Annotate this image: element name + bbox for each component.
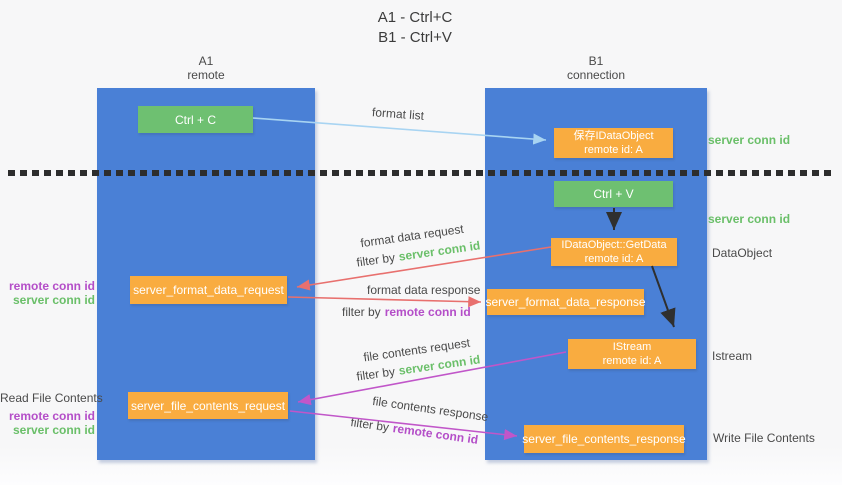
ctrl-v-label: Ctrl + V [593,187,634,201]
title-line-2: B1 - Ctrl+V [378,29,452,46]
node-ctrl-v: Ctrl + V [554,181,673,207]
filter-by-text-1: filter by [355,250,396,270]
server-format-data-request-label: server_format_data_request [133,283,284,297]
lane-header-a1: A1 remote [97,54,315,82]
filter-by-text-2: filter by [342,305,381,319]
istream-line1: IStream [612,341,652,353]
server-file-contents-request-label: server_file_contents_request [130,398,286,413]
edge-label-format-list: format list [371,105,425,123]
server-format-data-response-label: server_format_data_response [485,295,646,309]
label-write-file-contents: Write File Contents [713,431,815,445]
filter-by-text-4: filter by [349,415,390,435]
label-server-conn-id-mid: server conn id [708,212,791,226]
label-dataobject: DataObject [712,246,773,260]
node-server-file-contents-request: server_file_contents_request [128,392,288,419]
node-server-file-contents-response: server_file_contents_response [522,425,686,453]
label-istream: Istream [712,349,753,363]
filter-by-text-3: filter by [355,364,396,384]
node-ctrl-c: Ctrl + C [138,106,253,133]
save-idataobject-line2: remote id: A [584,144,643,156]
edge-label-format-data-response: format data response [367,283,481,297]
istream-line2: remote id: A [602,355,662,367]
filter-remote-conn-id-1: remote conn id [384,305,471,319]
arrow-format-data-response [287,296,482,308]
label-remote-conn-id-lower: remote conn id [8,409,95,423]
label-server-conn-id-top: server conn id [708,133,791,147]
node-server-format-data-response: server_format_data_response [485,289,646,315]
title-line-1: A1 - Ctrl+C [377,9,453,26]
phase-separator-dotted-line [8,170,832,176]
lane-b1-name: B1 [588,54,604,68]
lane-a1-name: A1 [198,54,214,68]
filter-remote-conn-id-2: remote conn id [391,421,480,447]
save-idataobject-line1: 保存IDataObject [573,130,654,142]
lane-header-b1: B1 connection [485,54,707,82]
getdata-line2: remote id: A [584,253,644,265]
label-server-conn-id-upper: server conn id [12,293,95,307]
node-istream: IStream remote id: A [568,339,696,369]
getdata-line1: IDataObject::GetData [561,239,667,251]
label-server-conn-id-lower: server conn id [12,423,95,437]
server-file-contents-response-label: server_file_contents_response [522,432,686,446]
node-server-format-data-request: server_format_data_request [130,276,287,304]
lane-b1-role: connection [566,68,626,82]
node-idataobject-getdata: IDataObject::GetData remote id: A [551,238,677,266]
label-conn-ids-upper: remote conn id server conn id [0,279,95,307]
ctrl-c-label: Ctrl + C [174,112,216,127]
lane-a1-role: remote [187,68,225,82]
label-conn-ids-lower: remote conn id server conn id [0,409,95,437]
label-read-file-contents: Read File Contents [0,391,103,405]
label-remote-conn-id-upper: remote conn id [8,279,95,293]
node-save-idataobject: 保存IDataObject remote id: A [554,128,673,158]
diagram-title: A1 - Ctrl+C B1 - Ctrl+V [0,8,830,48]
